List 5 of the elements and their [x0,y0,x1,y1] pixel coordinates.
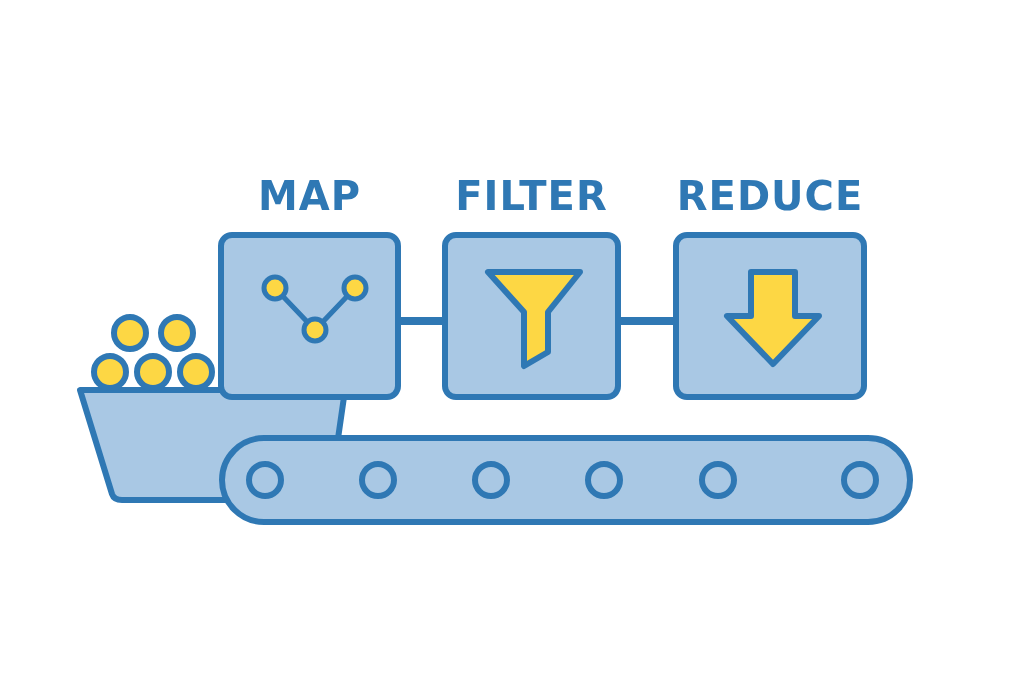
connector-line [401,317,442,325]
connector-line [621,317,673,325]
step-heading: FILTER [455,172,608,221]
step-heading: MAP [257,172,362,221]
step-heading: REDUCE [676,172,864,221]
